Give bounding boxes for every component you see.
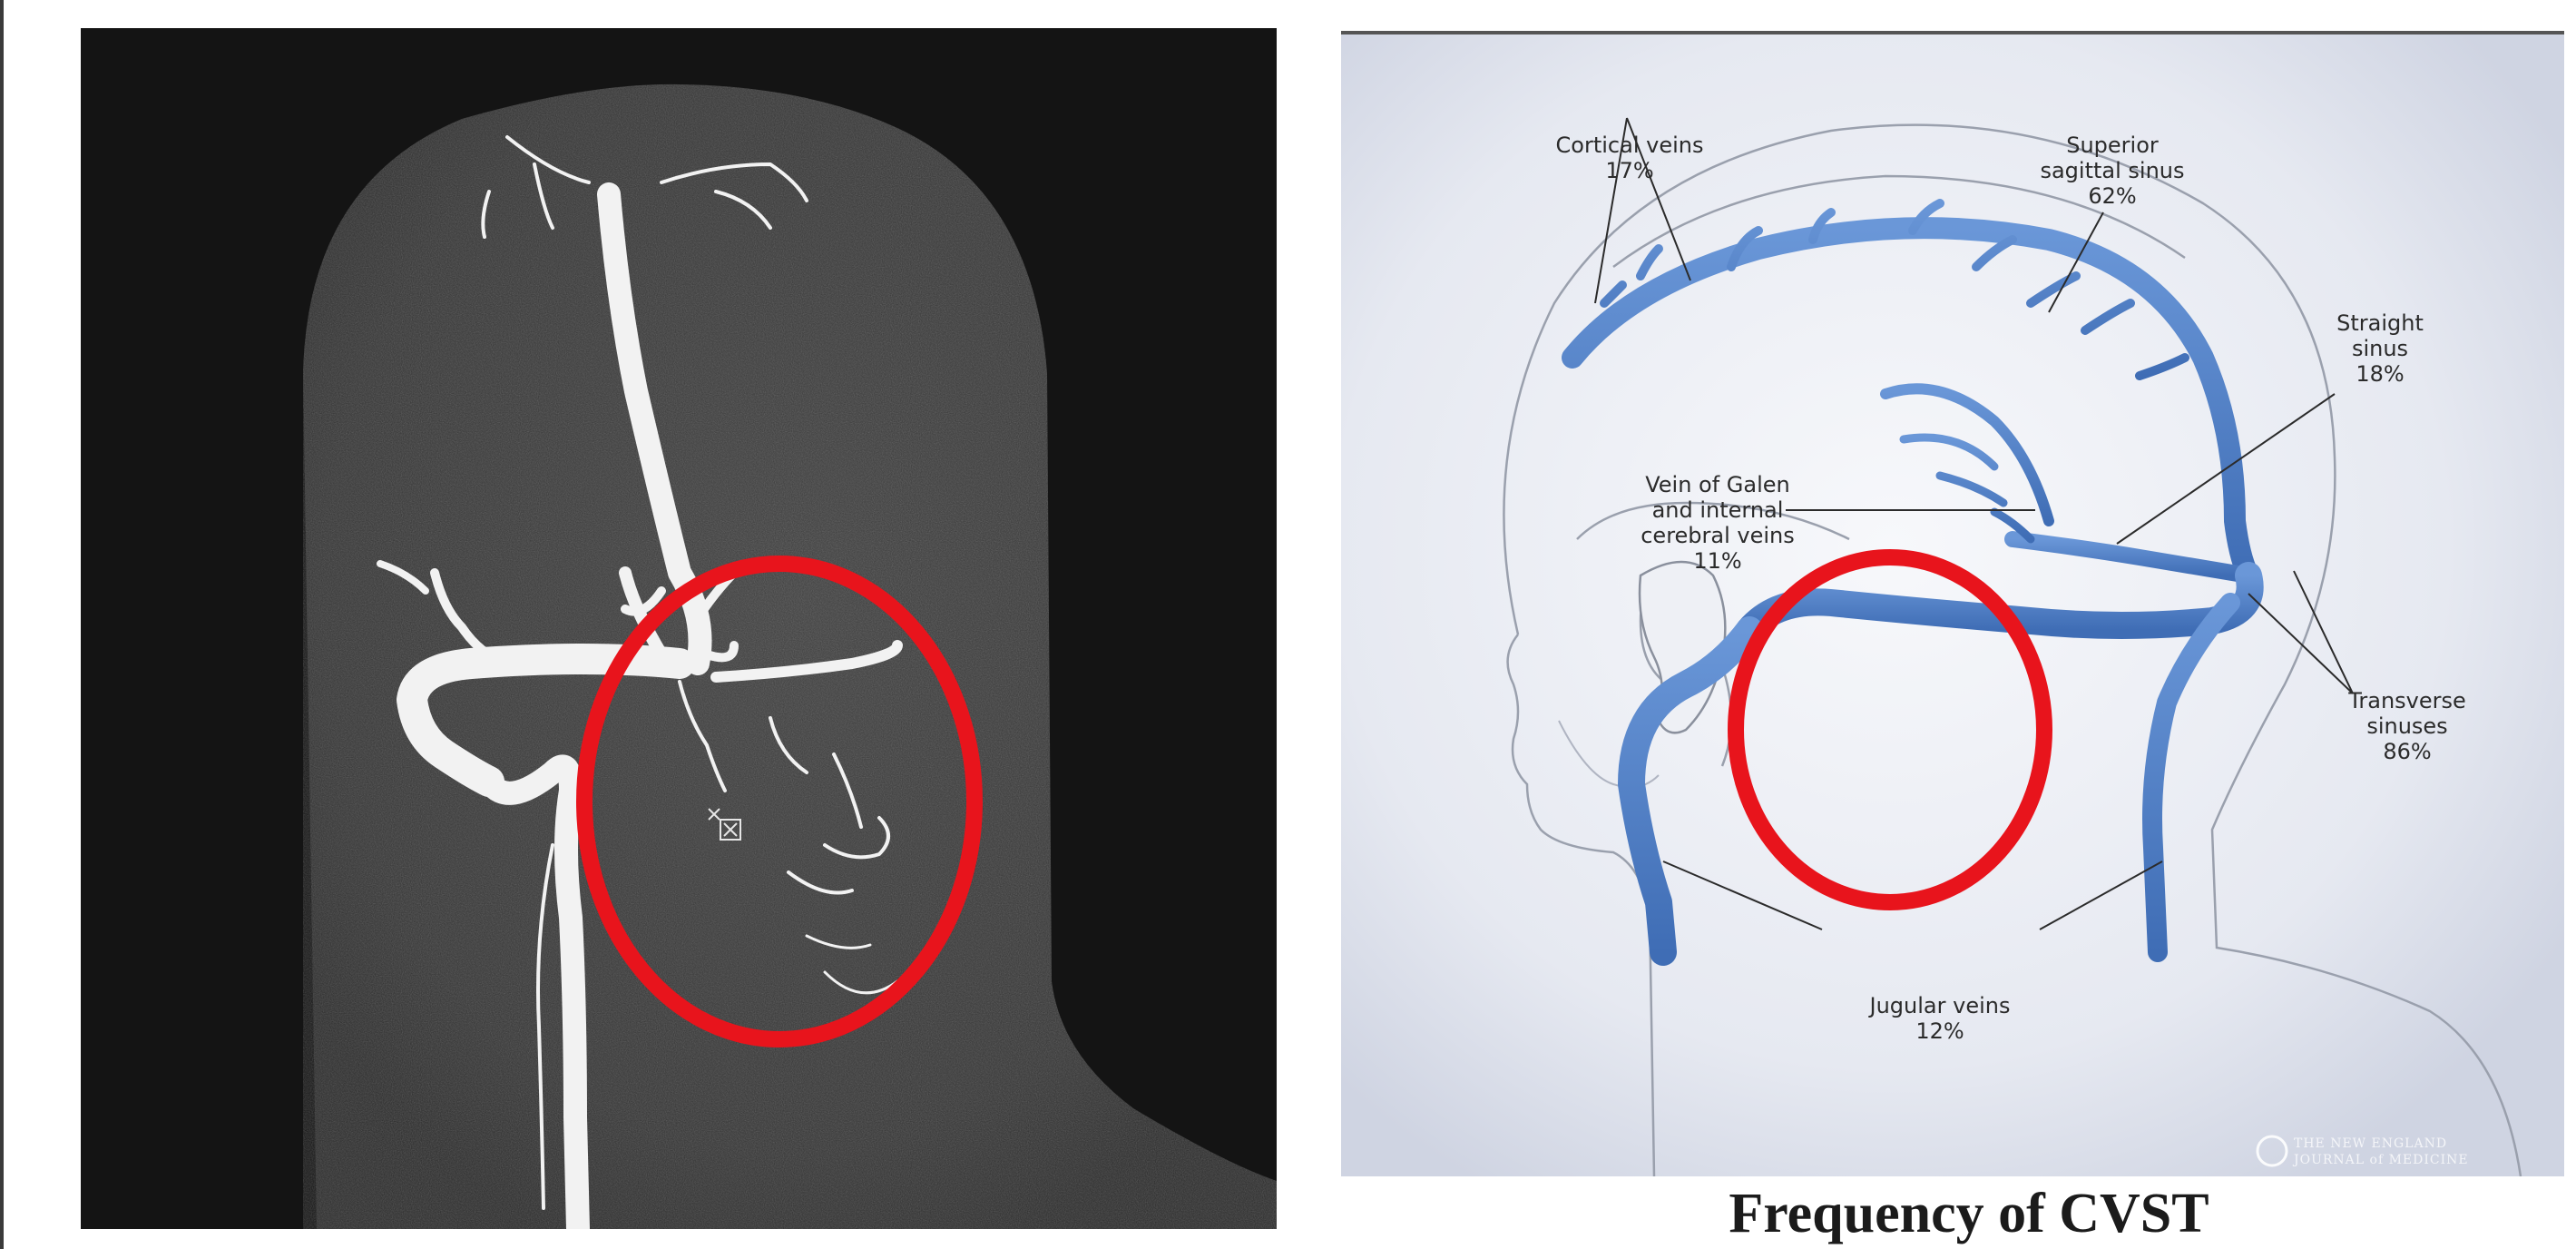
- diagram-top-rule: [1341, 31, 2564, 34]
- label-transverse-sinuses-pct: 86%: [2383, 739, 2431, 764]
- left-border-rule: [0, 0, 4, 1249]
- cvst-frequency-diagram: Cortical veins 17% Superior sagittal sin…: [1341, 31, 2564, 1176]
- mr-venogram-image: [81, 28, 1277, 1229]
- watermark-line1: THE NEW ENGLAND: [2294, 1136, 2447, 1151]
- figure-caption: Frequency of CVST: [1660, 1185, 2277, 1242]
- label-vein-of-galen-line1: Vein of Galen: [1645, 472, 1790, 497]
- label-transverse-sinuses-line2: sinuses: [2366, 713, 2447, 739]
- label-cortical-veins-pct: 17%: [1605, 158, 1653, 183]
- label-straight-sinus-pct: 18%: [2356, 361, 2404, 387]
- label-straight-sinus-line1: Straight: [2336, 310, 2424, 336]
- label-straight-sinus-line2: sinus: [2352, 336, 2408, 361]
- label-sss-line2: sagittal sinus: [2040, 158, 2184, 183]
- label-cortical-veins-line1: Cortical veins: [1556, 133, 1704, 158]
- label-sss-line1: Superior: [2066, 133, 2159, 158]
- diagram-graphic: Cortical veins 17% Superior sagittal sin…: [1341, 31, 2564, 1176]
- watermark-line2: JOURNAL of MEDICINE: [2292, 1153, 2469, 1167]
- label-vein-of-galen-pct: 11%: [1693, 548, 1741, 574]
- label-jugular-veins-line1: Jugular veins: [1868, 993, 2011, 1018]
- label-transverse-sinuses-line1: Transverse: [2347, 688, 2466, 713]
- mr-venogram-graphic: [81, 28, 1277, 1229]
- label-vein-of-galen-line3: cerebral veins: [1641, 523, 1795, 548]
- label-vein-of-galen-line2: and internal: [1652, 497, 1784, 523]
- label-jugular-veins-pct: 12%: [1915, 1018, 1964, 1044]
- label-sss-pct: 62%: [2088, 183, 2136, 209]
